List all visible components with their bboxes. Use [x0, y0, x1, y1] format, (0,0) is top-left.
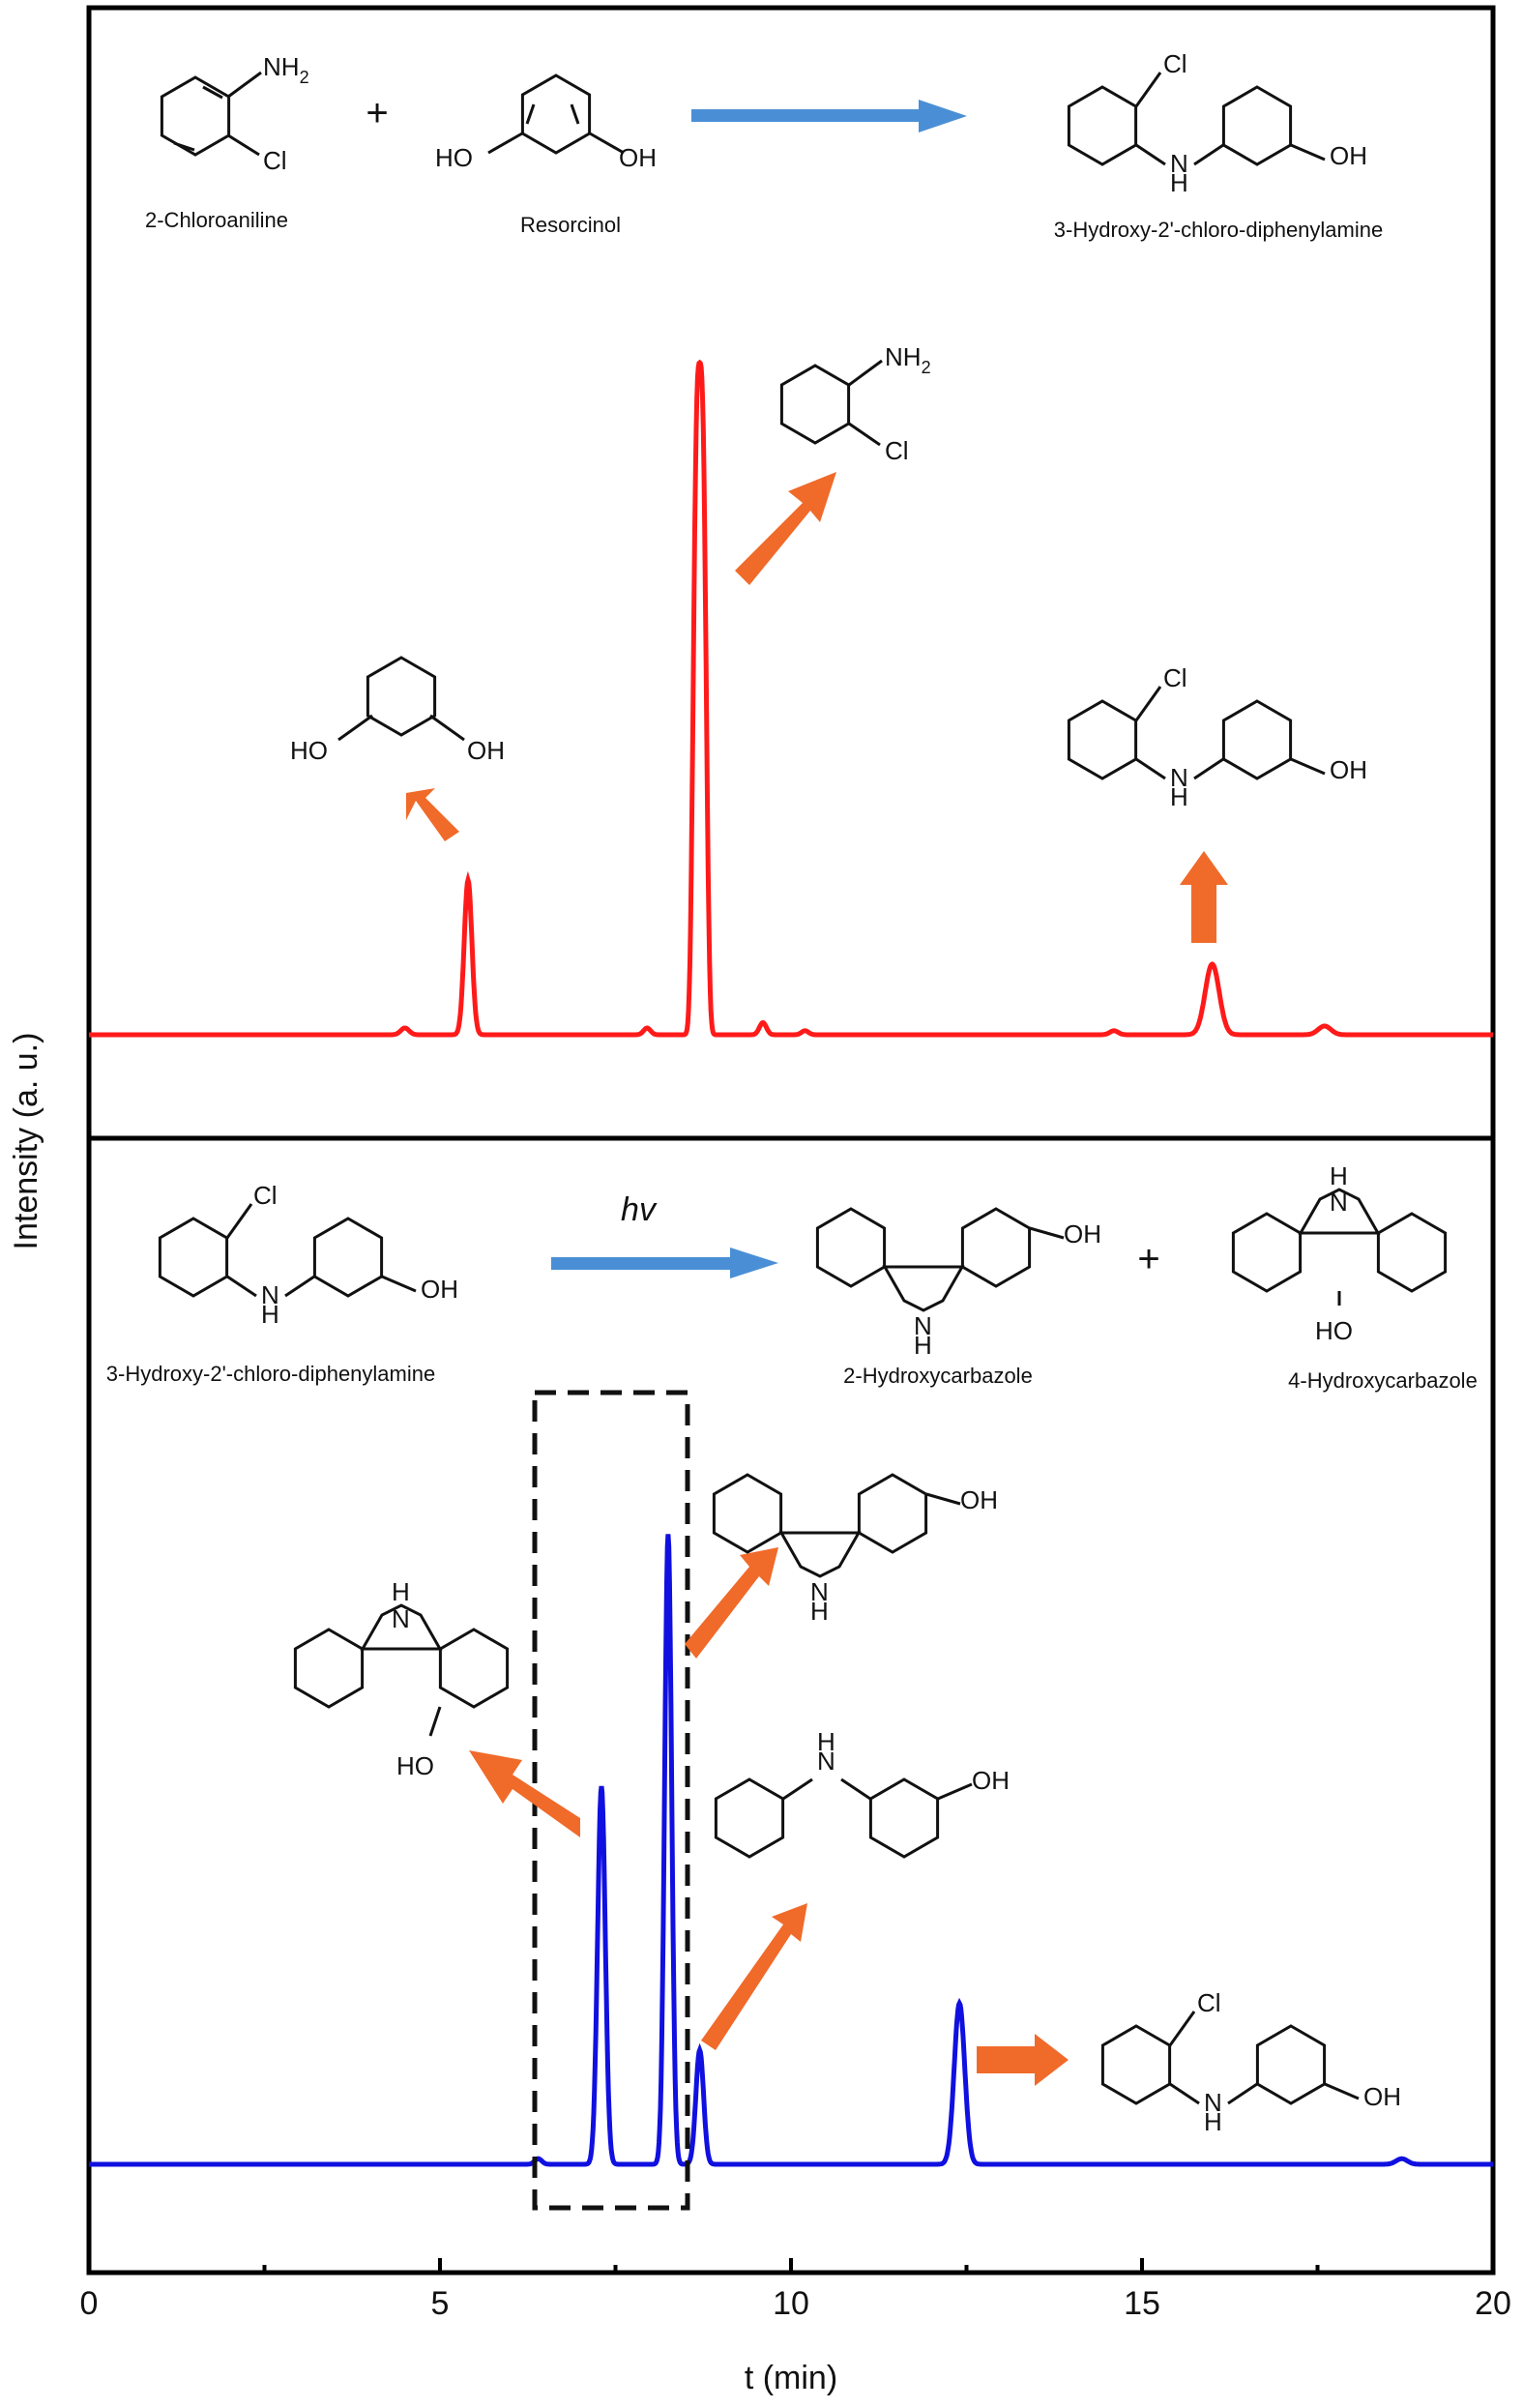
svg-text:H: H	[1170, 782, 1188, 811]
svg-text:H: H	[261, 1300, 279, 1329]
svg-text:N: N	[261, 1280, 279, 1309]
molecule-2-chloroaniline: NH2 Cl 2-Chloroaniline	[145, 52, 309, 232]
svg-text:N: N	[1170, 763, 1188, 792]
molecule-resorcinol: HO OH Resorcinol	[435, 73, 657, 237]
svg-text:N: N	[392, 1604, 410, 1633]
label-reactant-bottom: 3-Hydroxy-2'-chloro-diphenylamine	[106, 1362, 435, 1386]
plus-sign-top: +	[366, 92, 388, 134]
annotation-diphenylamine-bottom: Cl N H OH	[977, 1988, 1401, 2136]
svg-text:H: H	[914, 1331, 932, 1360]
svg-text:H: H	[1204, 2107, 1222, 2136]
svg-text:OH: OH	[1064, 1219, 1101, 1248]
svg-text:HO: HO	[435, 143, 473, 172]
plus-sign-bottom: +	[1137, 1238, 1159, 1280]
svg-text:H: H	[810, 1597, 829, 1626]
svg-text:OH: OH	[467, 736, 505, 765]
annotation-resorcinol: HO OH	[290, 656, 505, 841]
svg-text:N: N	[1170, 149, 1188, 178]
svg-text:N: N	[817, 1747, 835, 1776]
molecule-2-hydroxycarbazole-scheme: N H OH 2-Hydroxycarbazole	[815, 1207, 1101, 1388]
svg-text:H: H	[1170, 168, 1188, 197]
y-axis-label: Intensity (a. u.)	[8, 1033, 44, 1250]
svg-text:N: N	[810, 1577, 829, 1606]
label-2-hydroxycarbazole: 2-Hydroxycarbazole	[843, 1364, 1033, 1388]
svg-text:NH2: NH2	[263, 52, 309, 87]
x-tick-label: 15	[1124, 2285, 1160, 2322]
svg-text:Cl: Cl	[253, 1181, 278, 1210]
molecule-hydroxy-chloro-diphenylamine-top: Cl N H OH 3-Hydroxy-2'-chloro-diphenylam…	[1054, 49, 1383, 242]
svg-text:Cl: Cl	[1163, 49, 1187, 78]
top-panel-frame	[86, 5, 1496, 1141]
x-axis-label: t (min)	[745, 2360, 837, 2396]
scheme-bottom: Cl N H OH 3-Hydroxy-2'-chloro-diphenylam…	[106, 1161, 1478, 1393]
molecule-hydroxy-chloro-diphenylamine-bottom: Cl N H OH 3-Hydroxy-2'-chloro-diphenylam…	[106, 1181, 458, 1386]
svg-text:OH: OH	[1330, 141, 1367, 170]
label-resorcinol: Resorcinol	[520, 213, 621, 237]
svg-text:H: H	[1330, 1161, 1348, 1190]
svg-text:OH: OH	[972, 1766, 1010, 1795]
series-line-bottom	[89, 1534, 1493, 2167]
annotation-2-chloroaniline: NH2 Cl	[735, 342, 931, 585]
hv-label: hv	[621, 1191, 658, 1228]
svg-text:OH: OH	[960, 1485, 998, 1514]
x-tick-label: 0	[80, 2285, 99, 2322]
label-2-chloroaniline: 2-Chloroaniline	[145, 208, 288, 232]
x-tick-label: 20	[1475, 2285, 1511, 2322]
svg-text:Cl: Cl	[263, 146, 287, 175]
svg-text:OH: OH	[421, 1275, 458, 1304]
label-4-hydroxycarbazole: 4-Hydroxycarbazole	[1288, 1368, 1478, 1393]
svg-text:Cl: Cl	[1163, 663, 1187, 692]
reaction-arrow-bottom	[551, 1248, 778, 1278]
series-line-top	[89, 359, 1493, 1038]
svg-text:OH: OH	[1363, 2082, 1401, 2111]
annotation-3-hydroxydiphenylamine: N H OH	[701, 1727, 1010, 2050]
svg-text:N: N	[1330, 1188, 1348, 1217]
svg-text:N: N	[1204, 2088, 1222, 2117]
reaction-arrow-top	[691, 100, 967, 132]
svg-text:Cl: Cl	[1197, 1988, 1221, 2017]
svg-text:Cl: Cl	[885, 436, 909, 465]
svg-text:HO: HO	[290, 736, 328, 765]
annotation-2-hydroxycarbazole: N H OH	[685, 1473, 998, 1659]
svg-text:NH2: NH2	[885, 342, 931, 377]
x-tick-label: 5	[431, 2285, 450, 2322]
x-axis-ticks: 0 5 10 15 20	[80, 2258, 1511, 2322]
svg-text:OH: OH	[619, 143, 657, 172]
svg-text:HO: HO	[396, 1751, 434, 1780]
svg-text:HO: HO	[1315, 1316, 1353, 1345]
label-product-top: 3-Hydroxy-2'-chloro-diphenylamine	[1054, 218, 1383, 242]
annotation-diphenylamine-top: Cl N H OH	[1067, 663, 1367, 943]
svg-text:N: N	[914, 1311, 932, 1340]
svg-text:OH: OH	[1330, 755, 1367, 784]
molecule-4-hydroxycarbazole-scheme: H N HO 4-Hydroxycarbazole	[1231, 1161, 1478, 1393]
x-tick-label: 10	[773, 2285, 809, 2322]
svg-text:H: H	[817, 1727, 835, 1756]
svg-text:H: H	[392, 1577, 410, 1606]
scheme-top: NH2 Cl 2-Chloroaniline + HO OH Resorcino…	[145, 49, 1383, 242]
bottom-panel-frame	[86, 1135, 1496, 2276]
annotation-4-hydroxycarbazole: H N HO	[293, 1577, 580, 1837]
